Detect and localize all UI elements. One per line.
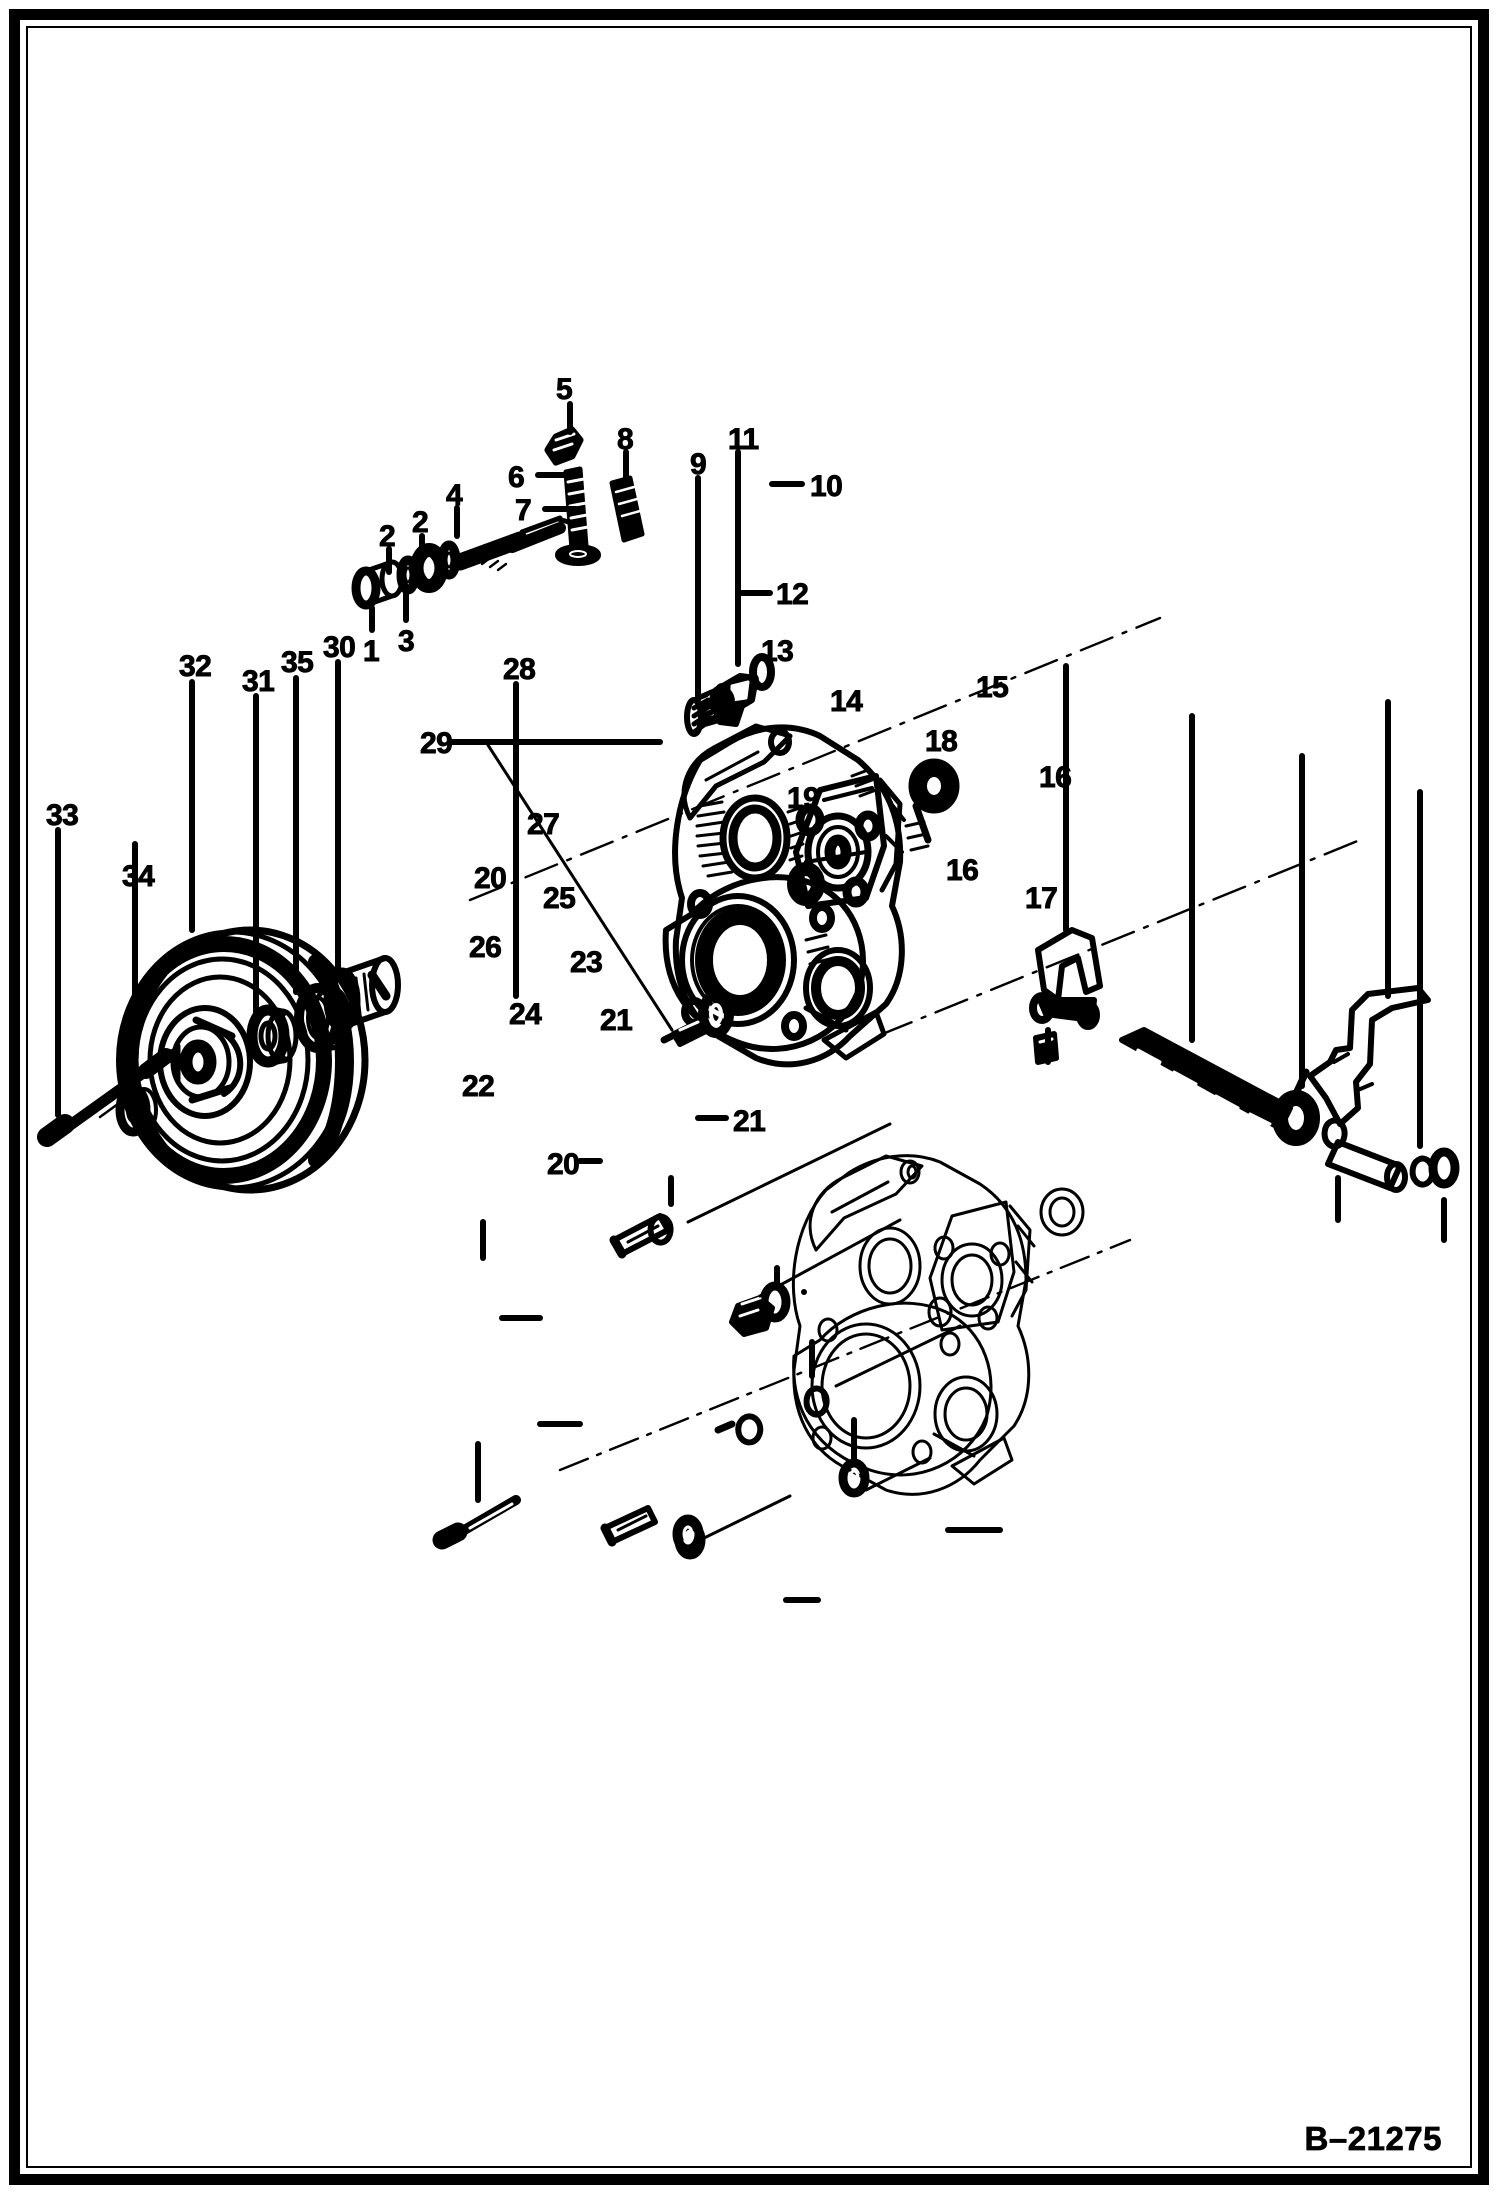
part-1-bushing: [351, 559, 405, 610]
callout-28: 28: [503, 653, 537, 686]
callout-6: 6: [508, 461, 526, 494]
part-15-shift-lever: [1307, 985, 1431, 1127]
callout-26: 26: [469, 931, 503, 964]
part-11-lever: [701, 673, 759, 727]
callout-22: 22: [462, 1070, 496, 1103]
part-gear-case-lower: [791, 1154, 1085, 1496]
part-gear-case-upper: [662, 723, 960, 1068]
callout-5: 5: [556, 373, 574, 406]
callout-11: 11: [728, 423, 760, 456]
callout-33: 33: [46, 799, 80, 832]
callout-20-b: 20: [547, 1148, 581, 1181]
callout-35: 35: [281, 646, 315, 679]
callout-17: 17: [1025, 882, 1059, 915]
part-26-nut: [729, 1295, 775, 1337]
callout-16-b: 16: [946, 854, 980, 887]
drawing-reference-number: B–21275: [1304, 2120, 1442, 2158]
callout-30: 30: [323, 631, 357, 664]
callout-2-b: 2: [412, 506, 430, 539]
callout-32: 32: [179, 650, 213, 683]
callout-10: 10: [810, 470, 844, 503]
callout-25: 25: [543, 882, 577, 915]
centerline-lower-case: [558, 1238, 1132, 1472]
part-20-dowel-pin-lower: [600, 1505, 658, 1547]
part-10-washer: [749, 653, 775, 691]
part-17-washer: [1428, 1147, 1460, 1189]
callout-21-b: 21: [733, 1105, 767, 1138]
part-27-retaining-clip: [647, 1213, 674, 1246]
part-8-dowel-pin: [609, 475, 645, 543]
callout-29: 29: [420, 727, 454, 760]
part-31-oil-seal: [246, 1004, 299, 1068]
part-28-washer: [698, 990, 734, 1038]
callout-31: 31: [242, 665, 276, 698]
callout-20-a: 20: [474, 862, 508, 895]
callout-23: 23: [570, 946, 604, 979]
part-16-retaining-clip-b: [1409, 1155, 1436, 1188]
callout-16-a: 16: [1039, 761, 1073, 794]
part-13-shift-fork: [1029, 927, 1103, 1030]
part-18-collar: [1272, 1068, 1320, 1146]
callout-15: 15: [976, 671, 1010, 704]
centerline-main-shaft: [468, 616, 1162, 902]
page-border-outer: [9, 9, 1489, 2185]
callout-2-a: 2: [379, 520, 397, 553]
callout-18: 18: [925, 725, 959, 758]
part-16-bushing: [1325, 1139, 1408, 1193]
callout-3: 3: [398, 625, 416, 658]
callout-19: 19: [787, 782, 821, 815]
callout-4: 4: [446, 479, 464, 512]
callout-9: 9: [690, 448, 708, 481]
part-14-shift-shaft: [1119, 1027, 1293, 1131]
part-29-set-screw: [660, 1019, 707, 1047]
part-21-washer-lower: [672, 1514, 706, 1560]
callout-34: 34: [122, 860, 156, 893]
part-30-bushing: [323, 955, 401, 1033]
part-5-nut: [544, 426, 584, 466]
callout-13: 13: [761, 635, 795, 668]
centerline-shift-shaft: [878, 838, 1362, 1037]
page-border-inner: [26, 26, 1472, 2168]
callout-21-a: 21: [600, 1004, 634, 1037]
callout-12: 12: [776, 578, 810, 611]
part-7-washer: [555, 544, 601, 566]
part-20-dowel-pin-upper: [609, 1213, 671, 1259]
callout-14: 14: [830, 685, 864, 718]
callout-24: 24: [509, 998, 543, 1031]
callout-27: 27: [527, 808, 561, 841]
part-23-retaining-clip: [803, 1385, 830, 1418]
leader-lines: [55, 401, 1447, 1503]
part-24-clip: [714, 1413, 764, 1446]
callout-1: 1: [363, 635, 381, 668]
callout-8: 8: [617, 423, 635, 456]
part-21-washer-upper: [838, 1458, 870, 1498]
callout-7: 7: [515, 494, 533, 527]
part-22-long-bolt: [432, 1495, 521, 1550]
leader-lines-angled: [484, 740, 962, 1542]
